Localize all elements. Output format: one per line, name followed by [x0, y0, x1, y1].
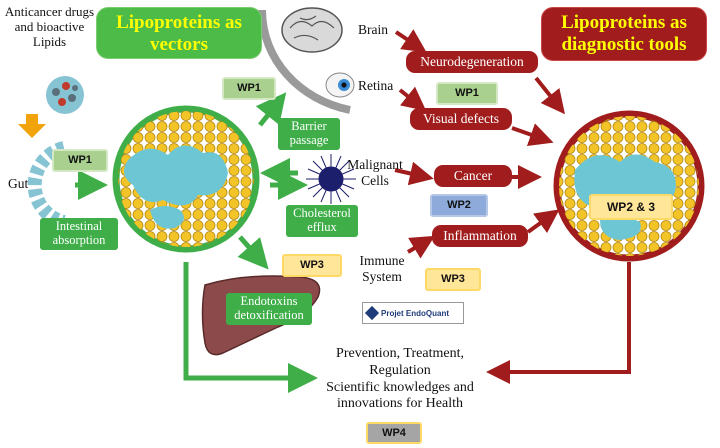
gut-icon	[27, 141, 66, 229]
drug-particle-icon	[46, 76, 84, 114]
malignant-cells-label: Malignant Cells	[347, 157, 403, 188]
visual-defects-box: Visual defects	[410, 108, 512, 130]
barrier-arc	[258, 9, 351, 114]
cancer-box: Cancer	[434, 165, 512, 187]
wp-badge-gut: WP1	[52, 149, 108, 172]
immune-system-label: Immune System	[359, 253, 405, 284]
wp-badge-diagnostic: WP2 & 3	[589, 194, 673, 220]
retina-eye-icon	[325, 72, 355, 98]
endotoxins-box: Endotoxins detoxification	[226, 293, 312, 325]
outcome-line-2: Regulation	[369, 362, 431, 378]
intestinal-absorption-box: Intestinal absorption	[40, 218, 118, 250]
lipoprotein-diagnostic-particle	[553, 110, 705, 262]
wp-badge-immune: WP3	[425, 268, 481, 291]
outcome-text: Prevention, Treatment, Regulation Scient…	[300, 346, 500, 413]
outcome-line-4: innovations for Health	[337, 396, 463, 412]
endoquant-logo-text: Projet EndoQuant	[381, 308, 449, 318]
retina-label: Retina	[358, 78, 394, 93]
outcome-line-3: Scientific knowledges and	[326, 379, 474, 395]
endoquant-logo: Projet EndoQuant	[362, 302, 464, 324]
wp-badge-retina: WP1	[436, 82, 498, 105]
inflammation-box: Inflammation	[432, 225, 528, 247]
outcome-line-1: Prevention, Treatment,	[336, 346, 464, 361]
wp-badge-endotoxins: WP3	[282, 254, 342, 277]
neurodegeneration-box: Neurodegeneration	[406, 51, 538, 73]
title-vectors: Lipoproteins as vectors	[96, 7, 262, 59]
drug-to-gut-arrow	[18, 114, 46, 138]
malignant-cell-icon	[306, 154, 356, 204]
wp-badge-cancer: WP2	[430, 194, 488, 217]
endoquant-logo-icon	[364, 305, 380, 321]
wp-badge-bottom: WP4	[366, 422, 422, 444]
title-diagnostic: Lipoproteins as diagnostic tools	[541, 7, 707, 61]
cholesterol-efflux-box: Cholesterol efflux	[286, 205, 358, 237]
lipoprotein-vector-particle	[112, 105, 260, 253]
wp-badge-barrier: WP1	[222, 77, 276, 100]
red-arrows	[394, 29, 631, 384]
gut-label: Gut	[8, 176, 29, 191]
drugs-label: Anticancer drugs and bioactive Lipids	[4, 4, 95, 49]
green-arrows	[75, 92, 318, 393]
brain-label: Brain	[358, 22, 388, 37]
brain-icon	[281, 7, 343, 53]
barrier-passage-box: Barrier passage	[278, 118, 340, 150]
